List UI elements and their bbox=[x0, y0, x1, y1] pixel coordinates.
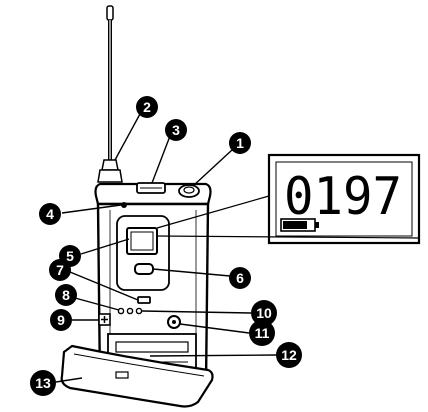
callout-11: 11 bbox=[249, 320, 275, 346]
callout-leaders bbox=[55, 113, 277, 383]
callout-11-label: 11 bbox=[255, 325, 270, 341]
callout-13-label: 13 bbox=[35, 375, 51, 391]
indicator-holes bbox=[117, 307, 143, 315]
front-button bbox=[134, 263, 154, 275]
callout-7-label: 7 bbox=[56, 262, 64, 278]
callout-10: 10 bbox=[251, 300, 277, 326]
callout-3-label: 3 bbox=[172, 122, 180, 138]
round-jack bbox=[167, 315, 181, 329]
callout-7: 7 bbox=[49, 259, 71, 281]
callout-13: 13 bbox=[30, 370, 56, 396]
top-knob bbox=[178, 184, 200, 198]
top-left-screw bbox=[121, 202, 127, 208]
callout-8-label: 8 bbox=[62, 287, 70, 303]
zoom-line-bottom bbox=[156, 235, 421, 239]
callout-9-label: 9 bbox=[57, 312, 65, 328]
callout-12-label: 12 bbox=[281, 347, 297, 363]
lcd-zoom-panel: 0197 bbox=[267, 153, 421, 245]
lcd-reading: 0197 bbox=[284, 167, 402, 227]
zoom-line-top bbox=[156, 195, 270, 229]
battery-level-fill bbox=[283, 221, 307, 229]
battery-door bbox=[60, 344, 214, 408]
callout-9: 9 bbox=[50, 309, 72, 331]
plus-symbol-label bbox=[98, 313, 111, 326]
callout-3: 3 bbox=[165, 119, 187, 141]
callout-2: 2 bbox=[136, 96, 158, 118]
callout-4: 4 bbox=[39, 203, 61, 225]
right-indicator-hole bbox=[135, 307, 143, 315]
callout-1-label: 1 bbox=[236, 135, 244, 151]
callout-10-label: 10 bbox=[256, 305, 272, 321]
antenna bbox=[97, 5, 123, 183]
callout-12: 12 bbox=[276, 342, 302, 368]
small-switch bbox=[137, 296, 151, 304]
callout-6-label: 6 bbox=[236, 270, 244, 286]
battery-icon bbox=[280, 218, 319, 232]
callout-2-label: 2 bbox=[143, 99, 151, 115]
callout-4-label: 4 bbox=[46, 206, 54, 222]
callout-8: 8 bbox=[55, 284, 77, 306]
callout-6: 6 bbox=[229, 267, 251, 289]
callout-5-label: 5 bbox=[66, 248, 74, 264]
callout-1: 1 bbox=[229, 132, 251, 154]
